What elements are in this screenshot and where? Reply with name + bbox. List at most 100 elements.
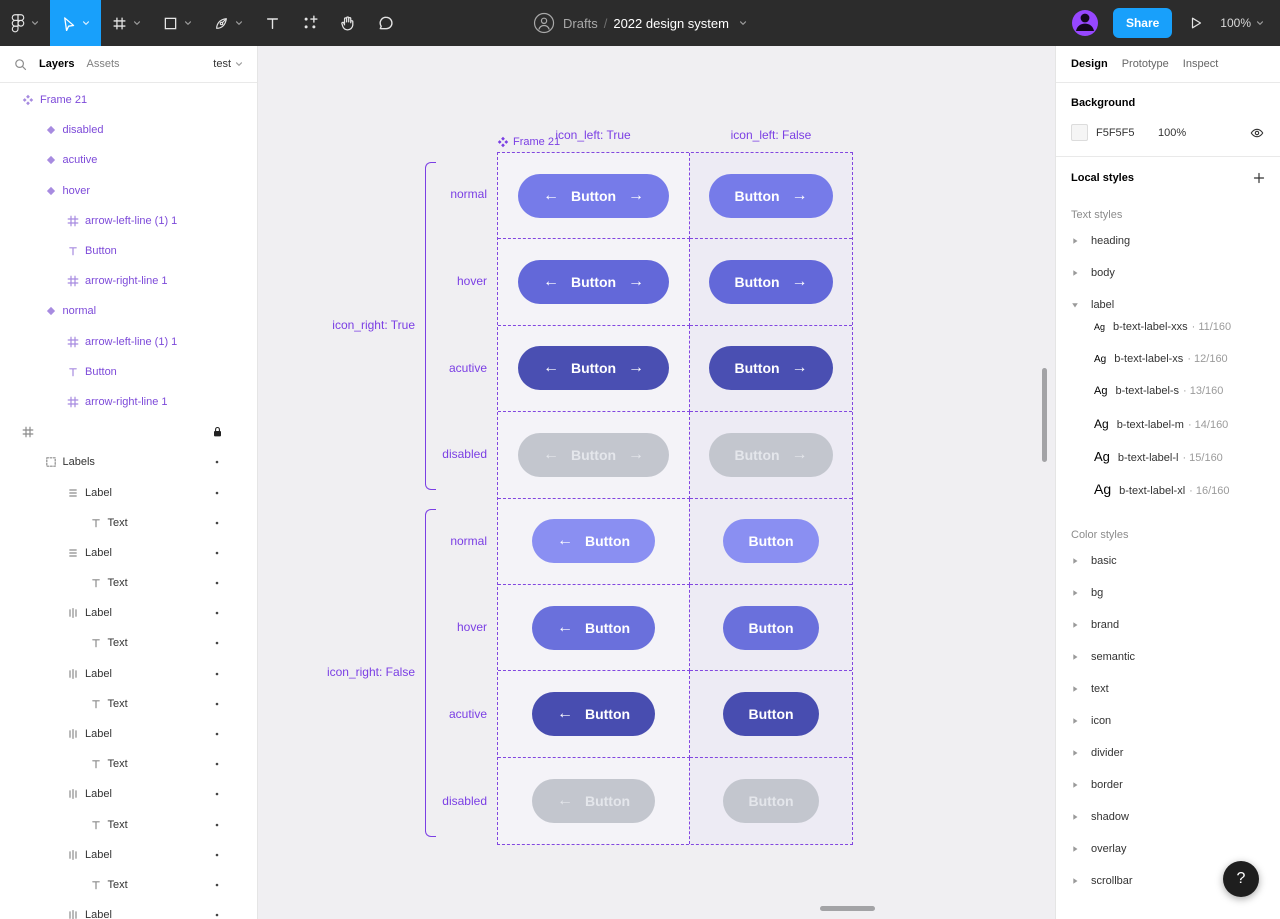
layer-trail-icon[interactable] (212, 879, 224, 891)
chevron-right-icon[interactable] (1071, 717, 1083, 725)
layer-trail-icon[interactable] (212, 487, 224, 499)
layer-row[interactable] (0, 417, 257, 447)
present-icon[interactable] (1187, 16, 1205, 30)
layer-row[interactable]: arrow-right-line 1 (0, 387, 257, 417)
layer-row[interactable]: Label (0, 900, 257, 919)
layer-row[interactable]: acutive (0, 145, 257, 175)
layer-trail-icon[interactable] (212, 909, 224, 919)
layer-row[interactable]: Label (0, 840, 257, 870)
add-style-icon[interactable] (1253, 172, 1265, 184)
eye-icon[interactable] (1250, 127, 1264, 139)
button-acutive-no-left-icon[interactable]: Button→ (709, 346, 833, 391)
row-label-acutive[interactable]: acutive (448, 360, 487, 375)
layer-row[interactable]: Text (0, 568, 257, 598)
chevron-right-icon[interactable] (1071, 877, 1083, 885)
row-label-normal[interactable]: normal (450, 533, 487, 548)
chevron-right-icon[interactable] (1071, 621, 1083, 629)
text-style-group-body[interactable]: body (1056, 257, 1280, 289)
layer-trail-icon[interactable] (212, 728, 224, 740)
layer-trail-icon[interactable] (212, 245, 224, 257)
chevron-down-icon[interactable] (31, 19, 39, 27)
layer-trail-icon[interactable] (212, 668, 224, 680)
chevron-right-icon[interactable] (1071, 685, 1083, 693)
background-opacity[interactable]: 100% (1158, 126, 1187, 139)
layer-trail-icon[interactable] (212, 698, 224, 710)
layer-trail-icon[interactable] (212, 788, 224, 800)
row-label-disabled[interactable]: disabled (442, 793, 487, 808)
frame-title[interactable]: Frame 21 (497, 136, 560, 148)
button-normal-with-left-icon[interactable]: ←Button→ (517, 173, 670, 218)
breadcrumb-folder[interactable]: Drafts (563, 15, 598, 31)
button-normal-no-left-icon[interactable]: Button (723, 519, 819, 564)
color-swatch[interactable] (1071, 124, 1088, 141)
color-style-group[interactable]: semantic (1056, 641, 1280, 673)
color-style-group[interactable]: overlay (1056, 833, 1280, 865)
row-label-hover[interactable]: hover (456, 273, 487, 288)
layer-row[interactable]: Text (0, 749, 257, 779)
share-button[interactable]: Share (1112, 8, 1173, 38)
row-label-hover[interactable]: hover (456, 620, 487, 635)
text-style-group-heading[interactable]: heading (1056, 225, 1280, 257)
chevron-down-icon[interactable] (235, 19, 243, 27)
user-avatar[interactable] (1071, 10, 1098, 36)
layer-trail-icon[interactable] (212, 185, 224, 197)
panel-tab[interactable]: Assets (86, 58, 120, 70)
color-style-group[interactable]: bg (1056, 577, 1280, 609)
background-hex[interactable]: F5F5F5 (1096, 126, 1135, 139)
layer-row[interactable]: Label (0, 659, 257, 689)
chevron-down-icon[interactable] (82, 19, 90, 27)
layer-trail-icon[interactable] (212, 456, 224, 468)
button-acutive-with-left-icon[interactable]: ←Button→ (517, 346, 670, 391)
layer-trail-icon[interactable] (212, 849, 224, 861)
layer-trail-icon[interactable] (212, 124, 224, 136)
layer-trail-icon[interactable] (212, 94, 224, 106)
button-acutive-no-left-icon[interactable]: Button (723, 692, 819, 737)
properties-tab[interactable]: Inspect (1182, 58, 1219, 70)
chevron-right-icon[interactable] (1071, 653, 1083, 661)
button-normal-with-left-icon[interactable]: ←Button (531, 519, 656, 564)
zoom-control[interactable]: 100% (1220, 16, 1264, 30)
toolbar-tool[interactable] (152, 0, 203, 46)
button-normal-no-left-icon[interactable]: Button→ (709, 173, 833, 218)
row-label-disabled[interactable]: disabled (442, 447, 487, 462)
layer-trail-icon[interactable] (212, 426, 224, 438)
toolbar-tool[interactable] (329, 0, 367, 46)
button-disabled-with-left-icon[interactable]: ←Button (531, 778, 656, 823)
button-disabled-no-left-icon[interactable]: Button (723, 778, 819, 823)
button-disabled-with-left-icon[interactable]: ←Button→ (517, 432, 670, 477)
toolbar-tool[interactable] (101, 0, 152, 46)
layer-row[interactable]: arrow-left-line (1) 1 (0, 327, 257, 357)
layer-trail-icon[interactable] (212, 517, 224, 529)
layer-trail-icon[interactable] (212, 607, 224, 619)
page-selector[interactable]: test (213, 58, 243, 70)
canvas[interactable]: icon_left: True icon_left: False Frame 2… (257, 46, 1055, 919)
toolbar-tool[interactable] (50, 0, 101, 46)
properties-tab[interactable]: Prototype (1121, 58, 1169, 70)
button-hover-with-left-icon[interactable]: ←Button (531, 605, 656, 650)
color-style-group[interactable]: border (1056, 769, 1280, 801)
layer-trail-icon[interactable] (212, 547, 224, 559)
chevron-right-icon[interactable] (1071, 749, 1083, 757)
chevron-down-icon[interactable] (1071, 301, 1083, 309)
layer-row[interactable]: normal (0, 296, 257, 326)
button-hover-no-left-icon[interactable]: Button→ (709, 260, 833, 305)
button-disabled-no-left-icon[interactable]: Button→ (709, 432, 833, 477)
layer-row[interactable]: Label (0, 598, 257, 628)
toolbar-tool[interactable] (203, 0, 254, 46)
row-label-normal[interactable]: normal (450, 187, 487, 202)
document-title[interactable]: 2022 design system (613, 15, 729, 31)
chevron-down-icon[interactable] (739, 19, 747, 27)
toolbar-tool[interactable] (367, 0, 405, 46)
color-style-group[interactable]: brand (1056, 609, 1280, 641)
layer-row[interactable]: Frame 21 (0, 85, 257, 115)
layer-trail-icon[interactable] (212, 215, 224, 227)
layer-trail-icon[interactable] (212, 336, 224, 348)
horizontal-scrollbar[interactable] (820, 906, 875, 911)
layer-row[interactable]: hover (0, 176, 257, 206)
properties-tab[interactable]: Design (1071, 58, 1108, 70)
